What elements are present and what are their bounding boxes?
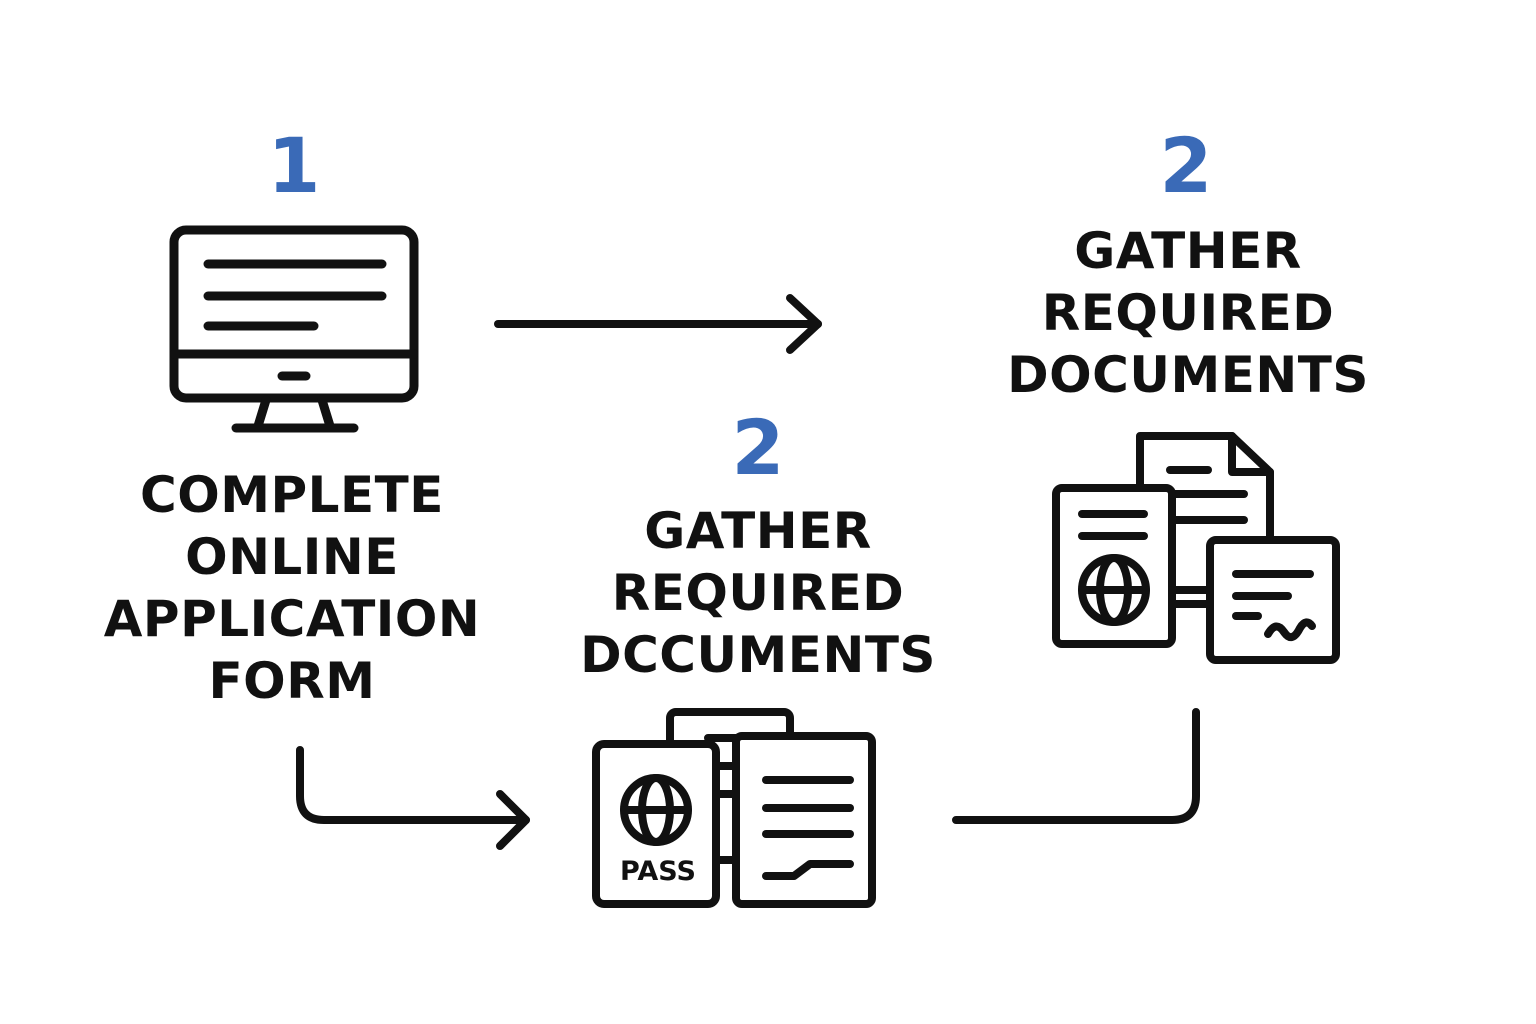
passport-documents-icon [592,708,876,908]
step-3-label-line: DOCUMENTS [1007,346,1369,404]
step-2-label-line: GATHER [644,502,872,560]
step-3-label-line: GATHER [1074,222,1302,280]
step-3-label-line: REQUIRED [1041,284,1335,342]
step-1-number: 1 [267,121,321,210]
step-1-label: COMPLETE ONLINE APPLICATION FORM [92,464,492,712]
elbow-arrow-icon [296,746,530,850]
step-1-label-line: APPLICATION [103,590,481,648]
arrow-right-icon [494,294,822,354]
step-1-label-line: COMPLETE [140,466,444,524]
step-2-number: 2 [731,403,785,492]
passport-label: PASS [620,856,696,887]
step-1-label-line: FORM [208,652,376,710]
step-2-label-line: REQUIRED [611,564,905,622]
elbow-connector-icon [952,708,1200,824]
computer-monitor-icon [169,225,419,433]
step-3-number: 2 [1159,121,1213,210]
step-1-label-line: ONLINE [185,528,399,586]
passport-certificate-documents-icon [1052,432,1340,664]
step-3-label: GATHER REQUIRED DOCUMENTS [988,220,1388,406]
step-2-label: GATHER REQUIRED DCCUMENTS [558,500,958,686]
step-2-label-line: DCCUMENTS [580,626,936,684]
